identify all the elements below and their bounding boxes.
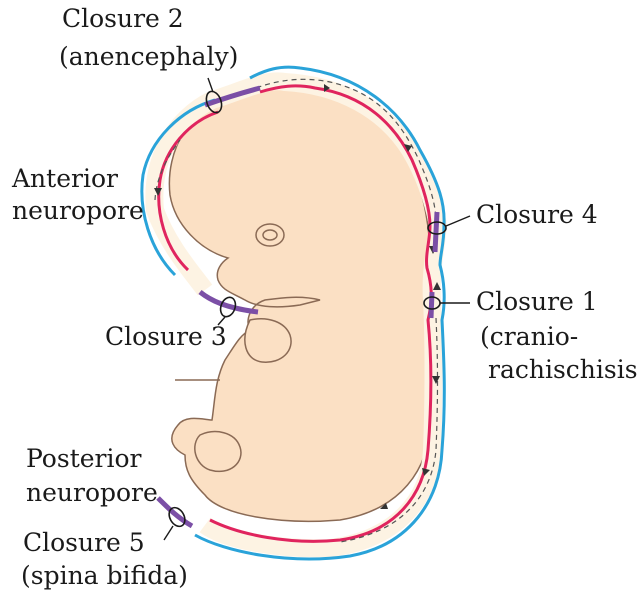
anterior-neuropore-line1: Anterior bbox=[12, 164, 118, 194]
posterior-neuropore-line2: neuropore bbox=[26, 478, 158, 508]
closure-zone-1 bbox=[431, 292, 432, 318]
closure-3-label: Closure 3 bbox=[105, 322, 227, 352]
closure-zone-5 bbox=[158, 498, 192, 526]
closure-1-note-line1: (cranio- bbox=[480, 322, 578, 352]
closure-zone-4 bbox=[435, 212, 437, 252]
closure-5-label: Closure 5 bbox=[23, 528, 145, 558]
closure-1-note-line2: rachischisis) bbox=[488, 355, 637, 385]
closure-1-label: Closure 1 bbox=[476, 287, 598, 317]
anterior-neuropore-line2: neuropore bbox=[12, 196, 144, 226]
closure-2-leader bbox=[208, 78, 213, 92]
closure-4-leader bbox=[446, 216, 470, 226]
closure-5-leader bbox=[164, 526, 173, 540]
posterior-neuropore-line1: Posterior bbox=[26, 444, 141, 474]
lower-limb-bud bbox=[195, 432, 241, 472]
closure-5-note: (spina bifida) bbox=[21, 561, 188, 591]
closure-2-note: (anencephaly) bbox=[59, 42, 238, 72]
closure-2-label: Closure 2 bbox=[62, 4, 184, 34]
closure-4-label: Closure 4 bbox=[476, 200, 598, 230]
